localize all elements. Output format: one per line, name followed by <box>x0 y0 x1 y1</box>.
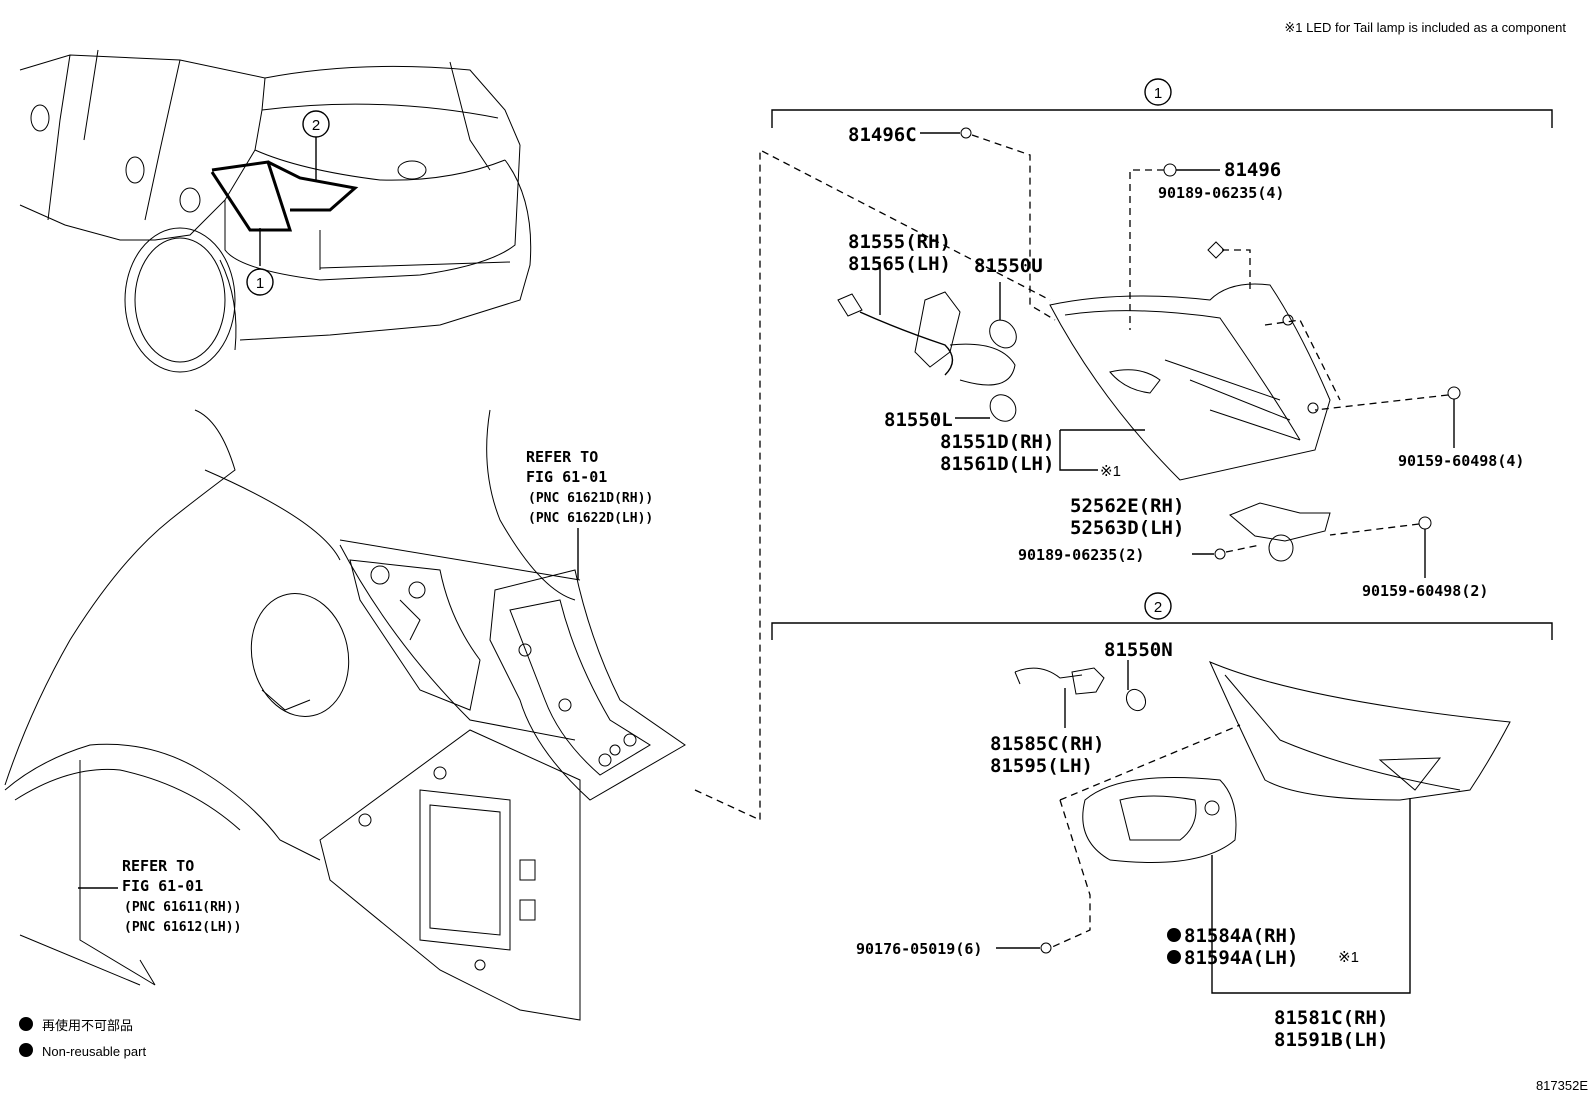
svg-text:FIG 61-01: FIG 61-01 <box>122 877 203 895</box>
refer-upper-note: REFER TO FIG 61-01 (PNC 61621D(RH)) (PNC… <box>526 448 653 526</box>
note-1-marker-b: ※1 <box>1338 949 1359 966</box>
note-1-marker-a: ※1 <box>1100 463 1121 480</box>
group-1-parts-drawing <box>837 127 1461 578</box>
callout-1-circle <box>246 268 274 296</box>
part-81550l: 81550L <box>884 409 953 431</box>
quarter-panel <box>4 409 686 1021</box>
part-81550u: 81550U <box>974 255 1043 277</box>
part-81565-lh: 81565(LH) <box>848 253 951 275</box>
group-2-marker <box>1144 592 1172 620</box>
part-90176-05019-6: 90176-05019(6) <box>856 940 982 958</box>
group-2-parts-drawing <box>996 660 1511 994</box>
figure-code: 817352E <box>1536 1078 1588 1093</box>
part-90189-06235-4: 90189-06235(4) <box>1158 184 1284 202</box>
svg-text:(PNC 61622D(LH)): (PNC 61622D(LH)) <box>528 511 653 526</box>
svg-text:2: 2 <box>1154 599 1162 616</box>
svg-text:(PNC 61621D(RH)): (PNC 61621D(RH)) <box>528 491 653 506</box>
legend-en: Non-reusable part <box>42 1044 146 1059</box>
assembly-link-line <box>694 148 1051 822</box>
svg-text:REFER TO: REFER TO <box>526 448 598 466</box>
refer-lower-note: REFER TO FIG 61-01 (PNC 61611(RH)) (PNC … <box>122 857 241 935</box>
part-81550n: 81550N <box>1104 639 1173 661</box>
part-90159-60498-4: 90159-60498(4) <box>1398 452 1524 470</box>
part-52563d-lh: 52563D(LH) <box>1070 517 1184 539</box>
part-81496: 81496 <box>1224 159 1281 181</box>
svg-text:(PNC 61612(LH)): (PNC 61612(LH)) <box>124 920 241 935</box>
group-2-bracket <box>771 622 1553 640</box>
part-81591b-lh: 81591B(LH) <box>1274 1029 1388 1051</box>
non-reusable-mark-81594a <box>1167 950 1181 964</box>
part-90159-60498-2: 90159-60498(2) <box>1362 582 1488 600</box>
legend-jp: 再使用不可部品 <box>42 1018 133 1033</box>
part-81551d-rh: 81551D(RH) <box>940 431 1054 453</box>
car-rear-view <box>19 49 532 373</box>
part-52562e-rh: 52562E(RH) <box>1070 495 1184 517</box>
header-note: ※1 LED for Tail lamp is included as a co… <box>1284 20 1566 35</box>
group-1-bracket <box>771 109 1553 128</box>
part-90189-06235-2: 90189-06235(2) <box>1018 546 1144 564</box>
part-81584a-rh: 81584A(RH) <box>1184 925 1298 947</box>
svg-text:1: 1 <box>1154 85 1162 102</box>
callout-2-circle <box>302 110 330 138</box>
callout-2-label: 2 <box>312 117 320 134</box>
part-81496c: 81496C <box>848 124 917 146</box>
part-81581c-rh: 81581C(RH) <box>1274 1007 1388 1029</box>
part-81561d-lh: 81561D(LH) <box>940 453 1054 475</box>
non-reusable-mark-81584a <box>1167 928 1181 942</box>
part-81555-rh: 81555(RH) <box>848 231 951 253</box>
svg-text:(PNC 61611(RH)): (PNC 61611(RH)) <box>124 900 241 915</box>
svg-text:FIG 61-01: FIG 61-01 <box>526 468 607 486</box>
part-81585c-rh: 81585C(RH) <box>990 733 1104 755</box>
part-81595-lh: 81595(LH) <box>990 755 1093 777</box>
legend: 再使用不可部品 Non-reusable part <box>19 1017 146 1059</box>
callout-1-label: 1 <box>256 275 264 292</box>
svg-text:REFER TO: REFER TO <box>122 857 194 875</box>
group-1-marker <box>1144 78 1172 106</box>
part-81594a-lh: 81594A(LH) <box>1184 947 1298 969</box>
